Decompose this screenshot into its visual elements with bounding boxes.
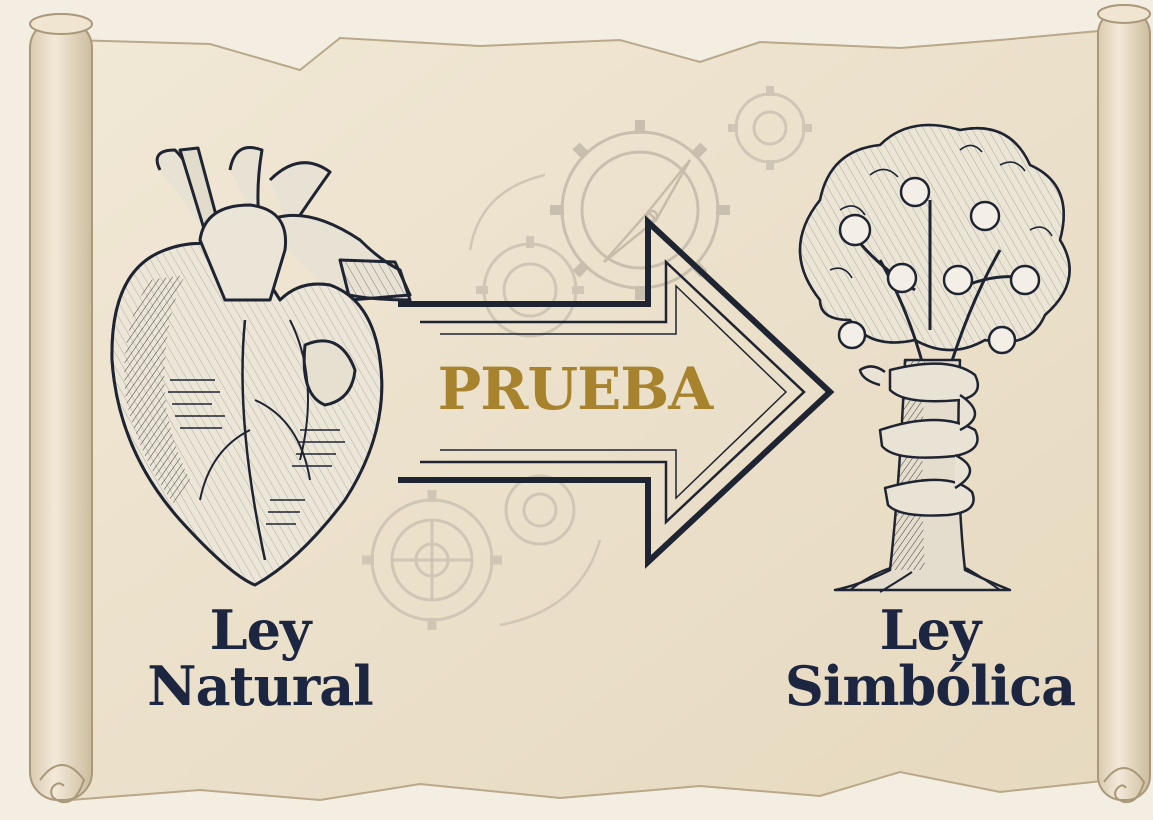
right-label-line1: Ley bbox=[760, 602, 1100, 658]
right-label-ley-simbolica: Ley Simbólica bbox=[760, 602, 1100, 714]
left-label-line2: Natural bbox=[100, 658, 420, 714]
left-label-ley-natural: Ley Natural bbox=[100, 602, 420, 714]
scroll-roll-right bbox=[1098, 5, 1150, 802]
arrow-label: PRUEBA bbox=[400, 355, 750, 423]
right-label-line2: Simbólica bbox=[760, 658, 1100, 714]
left-label-line1: Ley bbox=[100, 602, 420, 658]
scroll-roll-left bbox=[30, 14, 92, 802]
